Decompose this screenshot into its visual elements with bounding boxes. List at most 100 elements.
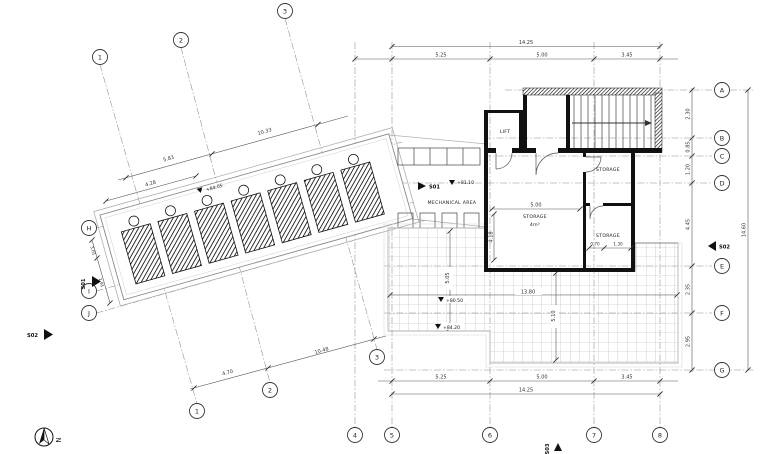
dimensions-right: 2.30 0.85 1.20 4.45 2.35 2.95 14.60 [686,86,752,374]
level-marker-terrace-high: +84.20 [435,323,464,331]
section-marker-s02-right: S02 [708,241,730,251]
dim-wing-t2: 10.33 [257,127,272,137]
wall [631,152,635,272]
grid-bubble-col: 8 [652,427,668,443]
dim-room-width: 5.00 [530,203,541,209]
wall [523,95,527,150]
grid-bubble-row: J [81,305,97,321]
section-label: S03 [545,443,551,454]
dim-small-1: 0.70 [590,242,600,247]
grid-bubble-col: 3 [277,3,293,19]
grid-bubble-row: I [81,283,97,299]
level-label: +84.20 [443,325,460,331]
wall [484,268,635,272]
grid-bubble-row: A [714,82,730,98]
dim-small-2: 1.30 [613,242,623,247]
grid-bubble-col: 6 [482,427,498,443]
dim-room-height: 4.18 [489,231,495,242]
grid-bubble-col: 2 [262,382,278,398]
grid-bubble-label: G [719,366,724,374]
terrace-outer-line [383,223,683,368]
grid-bubble-label: H [87,224,92,232]
storage-main-area: 4m² [530,222,540,228]
grid-bubble-label: 5 [390,431,394,439]
dim-right-seg5: 2.35 [686,284,692,295]
dim-wing-b2: 10.48 [314,346,329,356]
dim-top-seg1: 5.25 [435,53,446,59]
dim-right-seg4: 4.45 [686,219,692,230]
dim-right-seg1: 2.30 [686,108,692,119]
grid-bubble-label: I [88,287,90,295]
dim-top-seg3: 3.45 [621,53,632,59]
wall [654,92,663,153]
grid-bubble-label: 1 [98,53,102,61]
dim-wing-t1: 5.83 [163,155,175,164]
dim-right-total: 14.60 [742,223,748,237]
grid-bubble-col: 4 [347,427,363,443]
dim-bottom-seg3: 3.45 [621,375,632,381]
grid-bubble-label: 2 [268,386,272,394]
wall [484,148,488,272]
dimensions-top: 14.25 5.25 5.00 3.45 [351,40,678,63]
grid-bubble-label: 3 [283,7,287,15]
storage-top-label: STORAGE [596,167,620,173]
grid-bubble-row: C [714,148,730,164]
grid-bubble-col: 5 [384,427,400,443]
grid-bubble-row: D [714,175,730,191]
dim-right-seg6: 2.95 [686,336,692,347]
grid-bubble-label: 8 [658,431,662,439]
section-marker-s01-left: S01 [81,276,101,289]
grid-bubble-row: H [81,220,97,236]
section-markers: S01 S02 S02 S03 [27,241,730,454]
grid-bubble-label: E [720,262,724,270]
storage-bottom-label: STORAGE [596,233,620,239]
dim-terrace-right: 5.10 [551,310,557,321]
wall [522,87,663,96]
lounger [230,184,276,254]
wall [566,95,570,150]
grid-bubble-col: 1 [189,403,205,419]
north-label: N [55,437,63,442]
dim-terrace-left: 5.05 [445,272,451,283]
lift-shaft: LIFT [484,110,523,152]
grid-bubble-label: F [720,309,724,317]
grid-bubble-col: 7 [586,427,602,443]
dim-right-seg2: 0.85 [686,141,692,152]
grid-bubble-label: 6 [488,431,492,439]
stair-direction-arrow [645,120,652,126]
grid-bubble-label: D [719,179,724,187]
lounger [267,174,312,244]
section-label: S01 [81,278,87,289]
north-arrow: N [34,427,63,447]
dim-wing-l1: 3.05 [89,245,96,256]
dim-bottom-seg2: 5.00 [536,375,547,381]
wall [484,148,662,153]
wall [586,203,631,206]
dimensions-bottom: 5.25 5.00 3.45 14.25 [378,375,678,398]
dim-terrace-width: 13.80 [521,290,535,296]
dim-bottom-total: 14.25 [519,388,533,394]
grid-bubble-col: 3 [369,349,385,365]
lounger [340,153,385,223]
lift-label: LIFT [500,129,510,135]
staircase [572,95,652,150]
terrace: 13.80 5.05 5.10 +80.50 +84.20 [383,223,683,368]
mechanical-area-label: MECHANICAL AREA [428,200,477,206]
grid-bubble-label: J [87,309,90,317]
level-label: +80.50 [446,298,463,304]
grid-bubble-label: 7 [592,431,596,439]
lounger [303,164,349,233]
lounger [120,215,166,285]
grid-bubble-col: 1 [92,49,108,65]
mechanical-area: S01 +81.10 MECHANICAL AREA [388,134,488,229]
grid-bubble-row: E [714,258,730,274]
wall [583,153,586,268]
level-marker-terrace-low: +80.50 [438,296,467,304]
dimensions-wing: 5.83 10.33 4.28 4.70 10.48 3.05 1.91 [88,115,387,392]
level-label: +81.10 [457,180,474,186]
dim-right-seg3: 1.20 [686,164,692,175]
level-label: +84.05 [205,183,223,193]
level-marker-mech: +81.10 [449,180,474,186]
